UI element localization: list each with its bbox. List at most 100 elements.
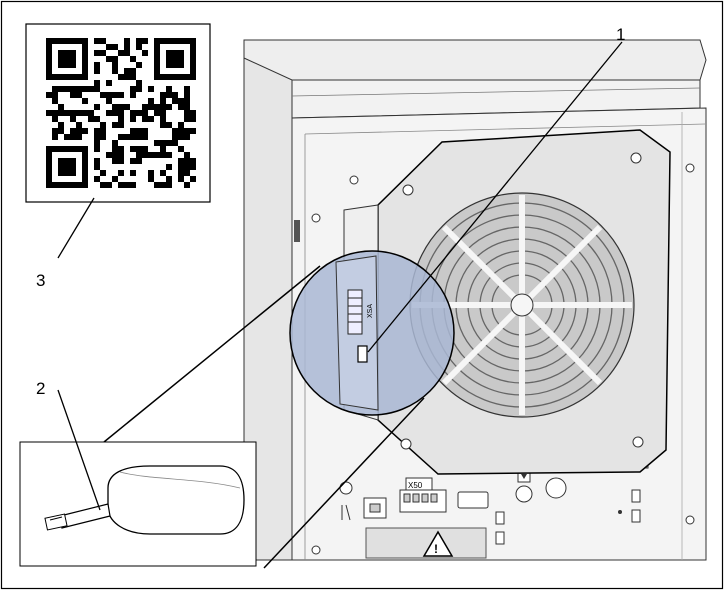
qr-module — [82, 56, 88, 62]
qr-module — [64, 74, 70, 80]
qr-module — [136, 146, 142, 152]
qr-module — [82, 38, 88, 44]
qr-module — [82, 44, 88, 50]
qr-module — [82, 182, 88, 188]
qr-module — [70, 38, 76, 44]
qr-module — [52, 146, 58, 152]
screw — [685, 163, 695, 173]
qr-module — [88, 86, 94, 92]
qr-module — [46, 50, 52, 56]
qr-module — [172, 74, 178, 80]
qr-module — [160, 92, 166, 98]
qr-module — [130, 56, 136, 62]
qr-module — [178, 158, 184, 164]
qr-module — [130, 110, 136, 116]
qr-module — [58, 170, 64, 176]
qr-module — [94, 116, 100, 122]
callout-1-leader — [367, 41, 623, 353]
qr-module — [94, 164, 100, 170]
qr-module — [166, 74, 172, 80]
qr-module — [94, 86, 100, 92]
qr-module — [94, 80, 100, 86]
qr-module — [190, 74, 196, 80]
qr-module — [154, 56, 160, 62]
qr-module — [172, 38, 178, 44]
qr-module — [160, 104, 166, 110]
qr-module — [160, 122, 166, 128]
qr-module — [46, 74, 52, 80]
qr-module — [148, 170, 154, 176]
qr-module — [70, 182, 76, 188]
qr-module — [166, 182, 172, 188]
qr-module — [154, 38, 160, 44]
qr-module — [190, 44, 196, 50]
qr-module — [70, 116, 76, 122]
qr-module — [52, 74, 58, 80]
qr-module — [166, 62, 172, 68]
qr-module — [160, 110, 166, 116]
qr-module — [106, 152, 112, 158]
qr-module — [154, 74, 160, 80]
qr-module — [88, 110, 94, 116]
qr-module — [154, 110, 160, 116]
qr-module — [58, 128, 64, 134]
qr-module — [172, 98, 178, 104]
qr-module — [190, 50, 196, 56]
qr-module — [184, 86, 190, 92]
qr-module — [52, 110, 58, 116]
qr-module — [190, 62, 196, 68]
qr-module — [118, 182, 124, 188]
qr-module — [64, 50, 70, 56]
qr-module — [46, 164, 52, 170]
qr-module — [184, 128, 190, 134]
qr-module — [70, 110, 76, 116]
qr-module — [82, 158, 88, 164]
qr-module — [124, 38, 130, 44]
qr-module — [160, 152, 166, 158]
qr-module — [130, 86, 136, 92]
qr-module — [94, 176, 100, 182]
qr-module — [70, 134, 76, 140]
fan-hub — [510, 293, 534, 317]
qr-module — [172, 56, 178, 62]
qr-module — [154, 62, 160, 68]
qr-module — [112, 62, 118, 68]
qr-module — [70, 86, 76, 92]
qr-module — [136, 110, 142, 116]
qr-module — [112, 140, 118, 146]
qr-module — [136, 128, 142, 134]
qr-module — [112, 122, 118, 128]
qr-module — [76, 74, 82, 80]
qr-module — [154, 44, 160, 50]
qr-module — [136, 80, 142, 86]
qr-module — [184, 158, 190, 164]
qr-module — [124, 50, 130, 56]
qr-module — [82, 170, 88, 176]
qr-module — [118, 134, 124, 140]
qr-module — [136, 44, 142, 50]
qr-module — [64, 86, 70, 92]
qr-module — [160, 116, 166, 122]
callout-3-leader — [57, 197, 95, 259]
qr-module — [166, 92, 172, 98]
qr-module — [166, 164, 172, 170]
qr-module — [190, 68, 196, 74]
qr-module — [178, 122, 184, 128]
qr-module — [142, 128, 148, 134]
qr-module — [46, 158, 52, 164]
qr-module — [64, 158, 70, 164]
qr-module — [142, 134, 148, 140]
qr-module — [76, 38, 82, 44]
qr-module — [64, 182, 70, 188]
qr-module — [178, 176, 184, 182]
qr-module — [46, 92, 52, 98]
qr-module — [184, 116, 190, 122]
qr-module — [70, 146, 76, 152]
qr-module — [58, 158, 64, 164]
qr-module — [190, 158, 196, 164]
qr-module — [46, 56, 52, 62]
qr-module — [58, 122, 64, 128]
qr-module — [124, 68, 130, 74]
qr-module — [112, 92, 118, 98]
